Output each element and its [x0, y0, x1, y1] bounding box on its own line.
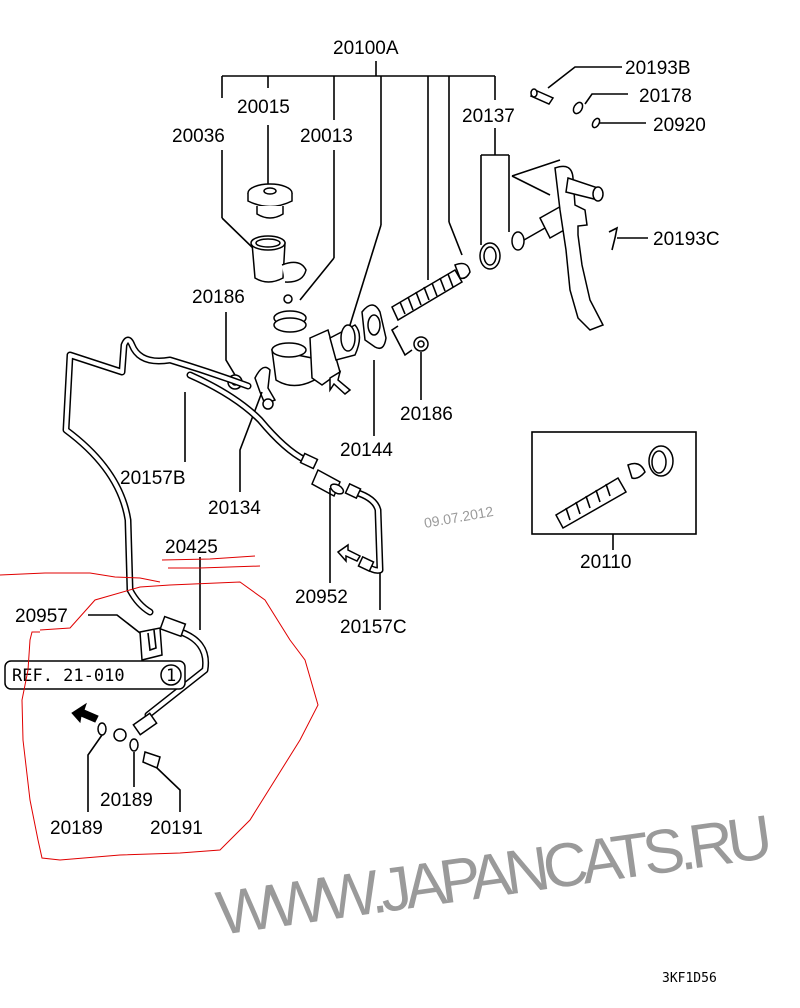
master-cylinder-body: [271, 324, 361, 387]
clutch-pedal: [511, 159, 605, 331]
label-20193C[interactable]: 20193C: [653, 229, 720, 250]
label-20957[interactable]: 20957: [15, 606, 68, 627]
kit-box-20110: [531, 431, 697, 550]
label-20036[interactable]: 20036: [172, 126, 225, 147]
leaders-top-right: [547, 66, 648, 239]
watermark-text: WWW.JAPANCATS.RU: [212, 803, 776, 949]
label-20157C[interactable]: 20157C: [340, 617, 407, 638]
reservoir: [250, 235, 307, 283]
label-20186-upper[interactable]: 20186: [192, 287, 245, 308]
label-20920[interactable]: 20920: [653, 115, 706, 136]
watermark: WWW.JAPANCATS.RU 09.07.2012: [212, 503, 776, 949]
label-20425[interactable]: 20425: [165, 537, 218, 558]
reference-circle-number: 1: [166, 666, 176, 686]
label-20952[interactable]: 20952: [295, 587, 348, 608]
label-20110[interactable]: 20110: [580, 552, 631, 573]
label-20157B[interactable]: 20157B: [120, 468, 186, 489]
hose-clamp: [273, 294, 307, 333]
reservoir-cap: [247, 183, 293, 219]
pipe-20157C: [311, 360, 384, 610]
hose-20425: [87, 557, 210, 812]
label-20144[interactable]: 20144: [340, 440, 393, 461]
label-20186-lower[interactable]: 20186: [400, 404, 453, 425]
label-20178[interactable]: 20178: [639, 86, 692, 107]
small-parts-top-right: [529, 88, 619, 251]
label-20191[interactable]: 20191: [150, 818, 203, 839]
part-labels: 20100A 20015 20036 20013 20137 20193B 20…: [15, 38, 720, 839]
diagram-code: 3KF1D56: [662, 971, 717, 986]
label-20137[interactable]: 20137: [462, 106, 515, 127]
label-20189-right[interactable]: 20189: [100, 790, 153, 811]
red-annotation: [0, 555, 319, 861]
label-20015[interactable]: 20015: [237, 97, 290, 118]
watermark-date: 09.07.2012: [423, 503, 495, 531]
piston-assembly: [391, 231, 525, 322]
label-20100A[interactable]: 20100A: [333, 38, 399, 59]
gasket: [361, 304, 387, 350]
reference-box[interactable]: REF. 21-010 1: [4, 660, 186, 690]
reference-text: REF. 21-010: [12, 666, 125, 686]
direction-arrows: [71, 370, 362, 724]
leader-20100A: [221, 61, 510, 326]
label-20134[interactable]: 20134: [208, 498, 261, 519]
label-20193B[interactable]: 20193B: [625, 58, 691, 79]
label-20013[interactable]: 20013: [300, 126, 353, 147]
label-20189-left[interactable]: 20189: [50, 818, 103, 839]
